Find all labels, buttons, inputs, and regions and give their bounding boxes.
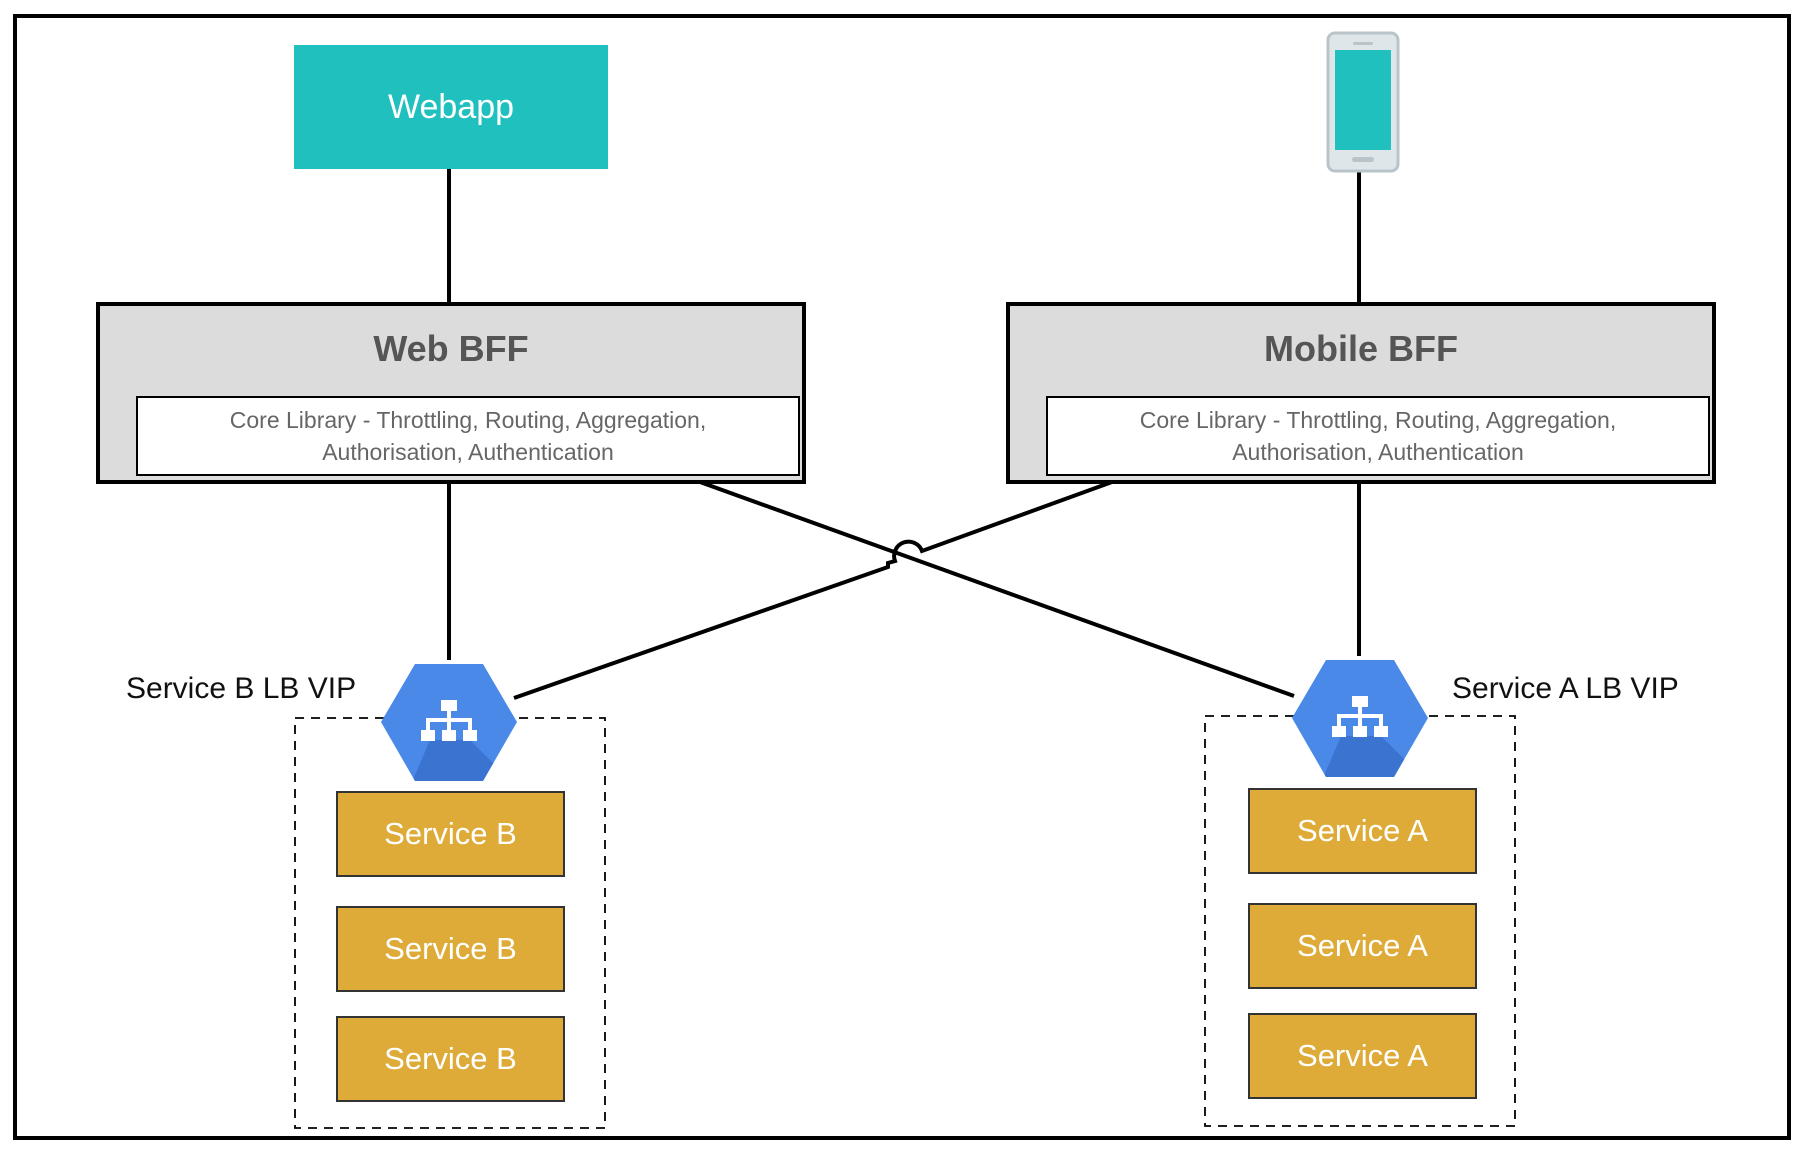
service-b-label: Service B bbox=[384, 816, 517, 851]
mobile-bff-core-line1: Core Library - Throttling, Routing, Aggr… bbox=[1139, 407, 1617, 433]
service-a-box-2: Service A bbox=[1248, 903, 1477, 989]
web-bff-title: Web BFF bbox=[373, 328, 529, 369]
service-a-label: Service A bbox=[1297, 928, 1428, 963]
web-bff-core-library: Core Library - Throttling, Routing, Aggr… bbox=[136, 396, 800, 476]
service-a-box-3: Service A bbox=[1248, 1013, 1477, 1099]
service-b-label: Service B bbox=[384, 931, 517, 966]
service-b-group bbox=[294, 717, 606, 1129]
service-a-box-1: Service A bbox=[1248, 788, 1477, 874]
webapp-box: Webapp bbox=[294, 45, 608, 169]
mobile-bff-to-lb-b-line bbox=[513, 480, 1113, 700]
service-a-label: Service A bbox=[1297, 813, 1428, 848]
mobile-bff-core-line2: Authorisation, Authentication bbox=[1232, 439, 1524, 465]
service-a-group bbox=[1204, 715, 1516, 1127]
diagram-border bbox=[13, 14, 1791, 1140]
web-bff-box: Web BFF Core Library - Throttling, Routi… bbox=[96, 302, 806, 484]
service-b-box-1: Service B bbox=[336, 791, 565, 877]
mobile-bff-title: Mobile BFF bbox=[1264, 328, 1458, 369]
service-b-box-2: Service B bbox=[336, 906, 565, 992]
mobile-bff-core-library: Core Library - Throttling, Routing, Aggr… bbox=[1046, 396, 1710, 476]
service-b-label: Service B bbox=[384, 1041, 517, 1076]
web-bff-to-lb-a-line bbox=[699, 480, 1295, 698]
mobile-bff-box: Mobile BFF Core Library - Throttling, Ro… bbox=[1006, 302, 1716, 484]
webapp-label: Webapp bbox=[387, 87, 515, 126]
web-bff-core-line2: Authorisation, Authentication bbox=[322, 439, 614, 465]
service-b-box-3: Service B bbox=[336, 1016, 565, 1102]
service-b-lb-label: Service B LB VIP bbox=[126, 672, 357, 705]
service-a-lb-label: Service A LB VIP bbox=[1452, 672, 1679, 705]
service-a-label: Service A bbox=[1297, 1038, 1428, 1073]
web-bff-core-line1: Core Library - Throttling, Routing, Aggr… bbox=[229, 407, 707, 433]
